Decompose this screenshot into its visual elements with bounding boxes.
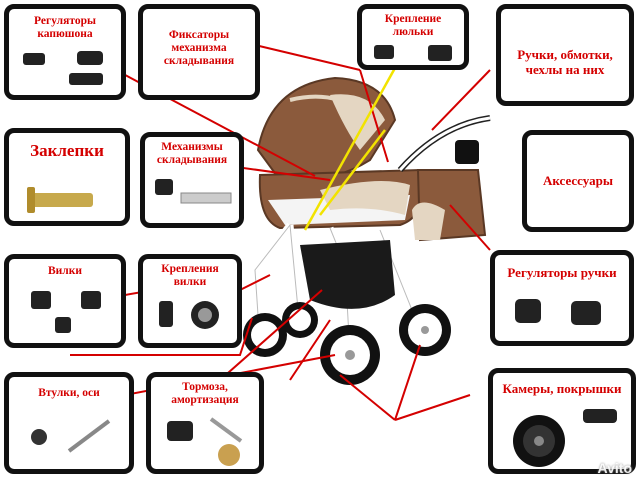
stroller-image (243, 76, 491, 385)
box-tires: Камеры, покрышки (488, 368, 636, 474)
label-fold-locks: Фиксаторы механизма складывания (163, 29, 235, 67)
box-handle-regulators: Регуляторы ручки (490, 250, 634, 346)
label-rivets: Заклепки (30, 141, 104, 160)
tire-icon (513, 409, 617, 467)
label-handles: Ручки, обмотки, чехлы на них (517, 47, 613, 77)
box-fork-mounts: Крепления вилки (138, 254, 242, 348)
label-forks: Вилки (47, 265, 82, 277)
watermark: Avito (597, 460, 632, 476)
box-forks: Вилки (4, 254, 126, 348)
label-cradle-mount: Крепление люльки (384, 13, 442, 38)
label-hood-regulators: Регуляторы капюшона (34, 15, 96, 40)
label-bushings: Втулки, оси (38, 387, 100, 399)
box-rivets: Заклепки (4, 128, 130, 226)
label-tires: Камеры, покрышки (502, 381, 622, 396)
label-handle-regulators: Регуляторы ручки (507, 265, 617, 280)
label-fork-mounts: Крепления вилки (161, 263, 219, 288)
label-brakes: Тормоза, амортизация (171, 381, 239, 406)
box-brakes: Тормоза, амортизация (146, 372, 264, 474)
box-accessories: Аксессуары (522, 130, 634, 232)
label-fold-mechanisms: Механизмы складывания (156, 141, 228, 166)
part-icon (31, 291, 101, 333)
box-fold-locks: Фиксаторы механизма складывания (138, 4, 260, 100)
part-icon (31, 419, 111, 453)
box-bushings: Втулки, оси (4, 372, 134, 474)
part-icon (159, 301, 219, 329)
label-accessories: Аксессуары (543, 173, 613, 188)
box-cradle-mount: Крепление люльки (357, 4, 469, 70)
rivet-icon (27, 187, 93, 213)
part-icon (23, 51, 103, 85)
box-handles: Ручки, обмотки, чехлы на них (496, 4, 634, 106)
box-fold-mechanisms: Механизмы складывания (140, 132, 244, 228)
part-icon (155, 179, 232, 204)
part-icon (167, 417, 243, 466)
box-hood-regulators: Регуляторы капюшона (4, 4, 126, 100)
part-icon (515, 299, 601, 325)
part-icon (374, 45, 452, 61)
